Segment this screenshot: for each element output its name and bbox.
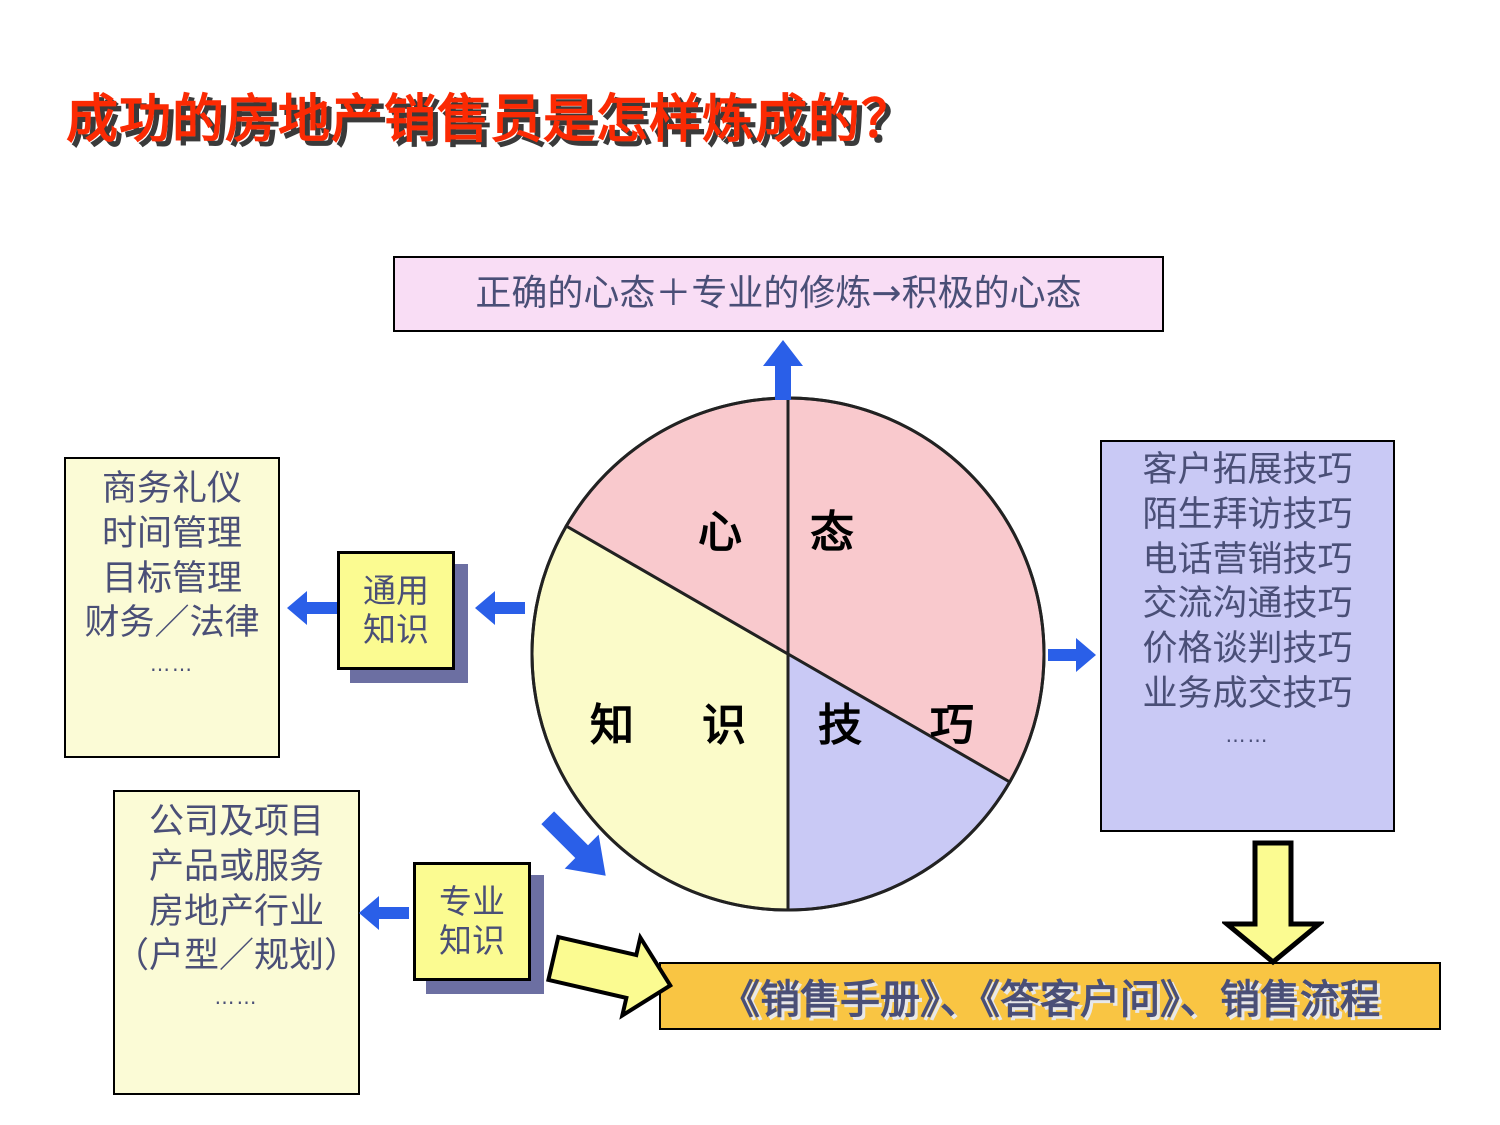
arrow-diagonal-pie-to-pro-node bbox=[541, 811, 606, 876]
list-item: 公司及项目 bbox=[148, 802, 324, 842]
arrow-left-pro-node-to-list bbox=[359, 896, 409, 930]
ellipsis: …… bbox=[150, 652, 194, 677]
list-item: 目标管理 bbox=[101, 558, 242, 599]
list-item: 财务／法律 bbox=[84, 603, 260, 644]
arrow-left-general-node-to-list bbox=[287, 591, 337, 625]
mindset-banner: 正确的心态＋专业的修炼→积极的心态 bbox=[393, 256, 1164, 332]
list-item: 业务成交技巧 bbox=[1142, 673, 1353, 714]
general-knowledge-list: 商务礼仪 时间管理 目标管理 财务／法律 …… bbox=[64, 457, 280, 758]
arrow-left-pie-to-general-node bbox=[475, 591, 525, 625]
list-item: 交流沟通技巧 bbox=[1142, 584, 1353, 625]
node-line: 知识 bbox=[439, 920, 505, 960]
general-knowledge-node: 通用 知识 bbox=[337, 551, 455, 670]
competency-pie-chart: 心 态 知 识 技 巧 bbox=[530, 396, 1046, 912]
list-item: 房地产行业 bbox=[148, 891, 324, 932]
skill-list: 客户拓展技巧 陌生拜访技巧 电话营销技巧 交流沟通技巧 价格谈判技巧 业务成交技… bbox=[1100, 440, 1395, 832]
node-line: 专业 bbox=[439, 882, 505, 922]
list-item: 价格谈判技巧 bbox=[1142, 629, 1353, 670]
pie-label-knowledge: 知 识 bbox=[590, 700, 758, 751]
arrow-block-down-to-docs bbox=[1222, 840, 1324, 966]
professional-knowledge-node: 专业 知识 bbox=[413, 862, 531, 981]
pie-label-skill: 技 巧 bbox=[818, 700, 986, 751]
arrow-up-to-mindset-banner bbox=[763, 340, 803, 400]
pie-label-mindset: 心 态 bbox=[698, 507, 866, 558]
node-line: 知识 bbox=[363, 609, 429, 649]
node-line: 通用 bbox=[363, 571, 429, 611]
list-item: 电话营销技巧 bbox=[1142, 539, 1353, 580]
list-item: 客户拓展技巧 bbox=[1142, 450, 1353, 490]
sales-documents-text: 《销售手册》、《答客户问》、销售流程 bbox=[720, 977, 1380, 1023]
pie-svg bbox=[530, 396, 1046, 912]
arrow-block-right-to-docs bbox=[546, 932, 674, 1020]
list-item: 时间管理 bbox=[101, 513, 242, 554]
list-item: 陌生拜访技巧 bbox=[1142, 494, 1353, 535]
arrow-right-to-skill-list bbox=[1048, 638, 1096, 672]
ellipsis: …… bbox=[214, 985, 259, 1010]
list-item: （户型／规划） bbox=[114, 936, 360, 977]
list-item: 商务礼仪 bbox=[101, 469, 242, 509]
sales-documents-bar: 《销售手册》、《答客户问》、销售流程 bbox=[659, 962, 1441, 1030]
page-title: 成功的房地产销售员是怎样炼成的？ bbox=[66, 90, 915, 150]
mindset-banner-text: 正确的心态＋专业的修炼→积极的心态 bbox=[475, 272, 1082, 314]
list-item: 产品或服务 bbox=[148, 846, 324, 887]
professional-knowledge-list: 公司及项目 产品或服务 房地产行业 （户型／规划） …… bbox=[113, 790, 360, 1095]
ellipsis: …… bbox=[1225, 722, 1270, 747]
